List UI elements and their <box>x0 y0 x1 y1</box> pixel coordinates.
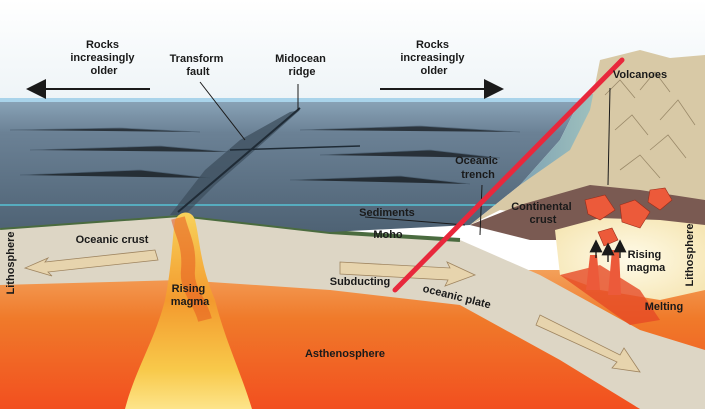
label-oceanic-trench: Oceanic trench <box>455 155 501 181</box>
label-oceanic-crust: Oceanic crust <box>76 234 149 246</box>
magma-chambers <box>584 187 673 247</box>
label-rocks-older-left: Rocks increasingly older <box>70 39 137 77</box>
label-moho: Moho <box>373 229 403 241</box>
label-sediments: Sediments <box>359 207 415 219</box>
label-asthenosphere: Asthenosphere <box>305 348 385 360</box>
label-subduction: Subducting <box>330 276 391 288</box>
magma-rise-arrows <box>589 239 627 262</box>
red-annotation-line <box>392 57 625 293</box>
ridge-magma-plume <box>125 212 252 409</box>
label-rising-magma-left: Rising magma <box>171 283 210 308</box>
label-rocks-older-right: Rocks increasingly older <box>400 39 467 77</box>
transform-fault-line <box>229 145 361 151</box>
label-continental-crust: Continental crust <box>511 201 575 226</box>
label-midocean-ridge: Midocean ridge <box>275 53 329 78</box>
ridge-axis <box>177 107 301 213</box>
label-volcanoes: Volcanoes <box>613 69 667 81</box>
ocean-water <box>0 100 580 232</box>
plate-arrow-deep <box>535 314 641 373</box>
label-lithosphere-left: Lithosphere <box>5 232 17 295</box>
sky <box>0 0 705 100</box>
label-lithosphere-right: Lithosphere <box>684 224 696 287</box>
magma-plumes <box>586 250 621 295</box>
leader-lines <box>199 81 611 236</box>
label-transform-fault: Transform fault <box>170 53 227 78</box>
label-rising-magma-right: Rising magma <box>627 249 666 274</box>
plate-arrow-left <box>23 249 159 277</box>
label-melting: Melting <box>645 301 684 313</box>
magma-core <box>171 216 212 323</box>
plate-motion-arrows <box>23 249 641 373</box>
seafloor-texture <box>9 125 521 185</box>
